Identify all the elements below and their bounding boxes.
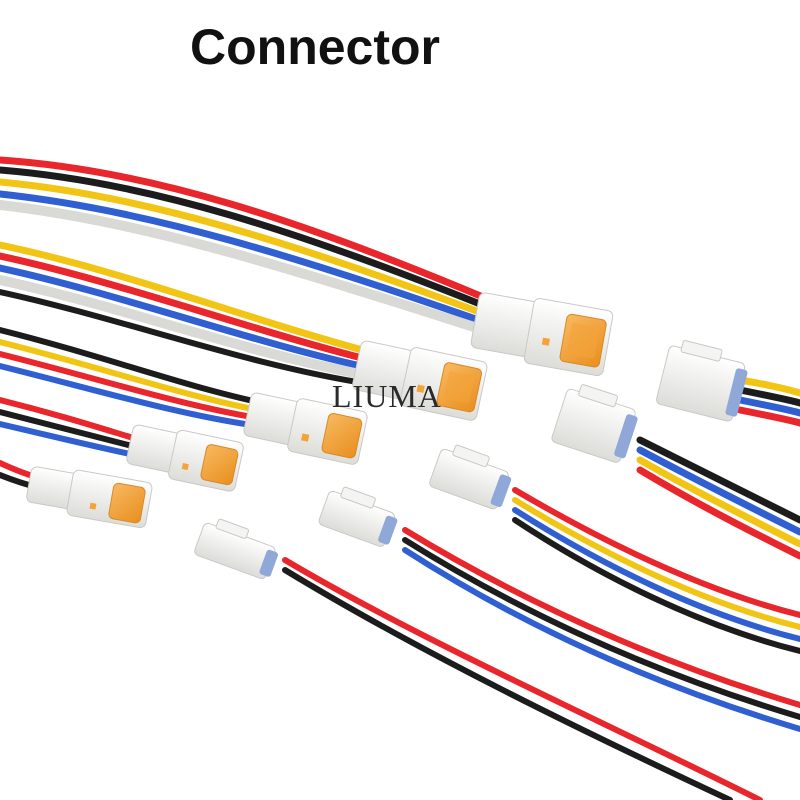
plug-tiny xyxy=(26,466,153,529)
page-title: Connector xyxy=(190,19,440,75)
left-wire-bundles xyxy=(0,156,495,491)
plug-small xyxy=(243,392,368,465)
socket-tiny xyxy=(194,518,278,580)
socket-small xyxy=(429,444,512,510)
socket-medium xyxy=(551,384,638,463)
right-wire-bundles xyxy=(282,376,800,800)
socket-large xyxy=(656,340,748,422)
plug-large xyxy=(470,292,614,377)
plug-mini xyxy=(126,424,244,492)
socket-mini xyxy=(318,486,398,547)
plug-medium xyxy=(352,340,488,421)
watermark-text: LIUMA xyxy=(332,378,442,414)
